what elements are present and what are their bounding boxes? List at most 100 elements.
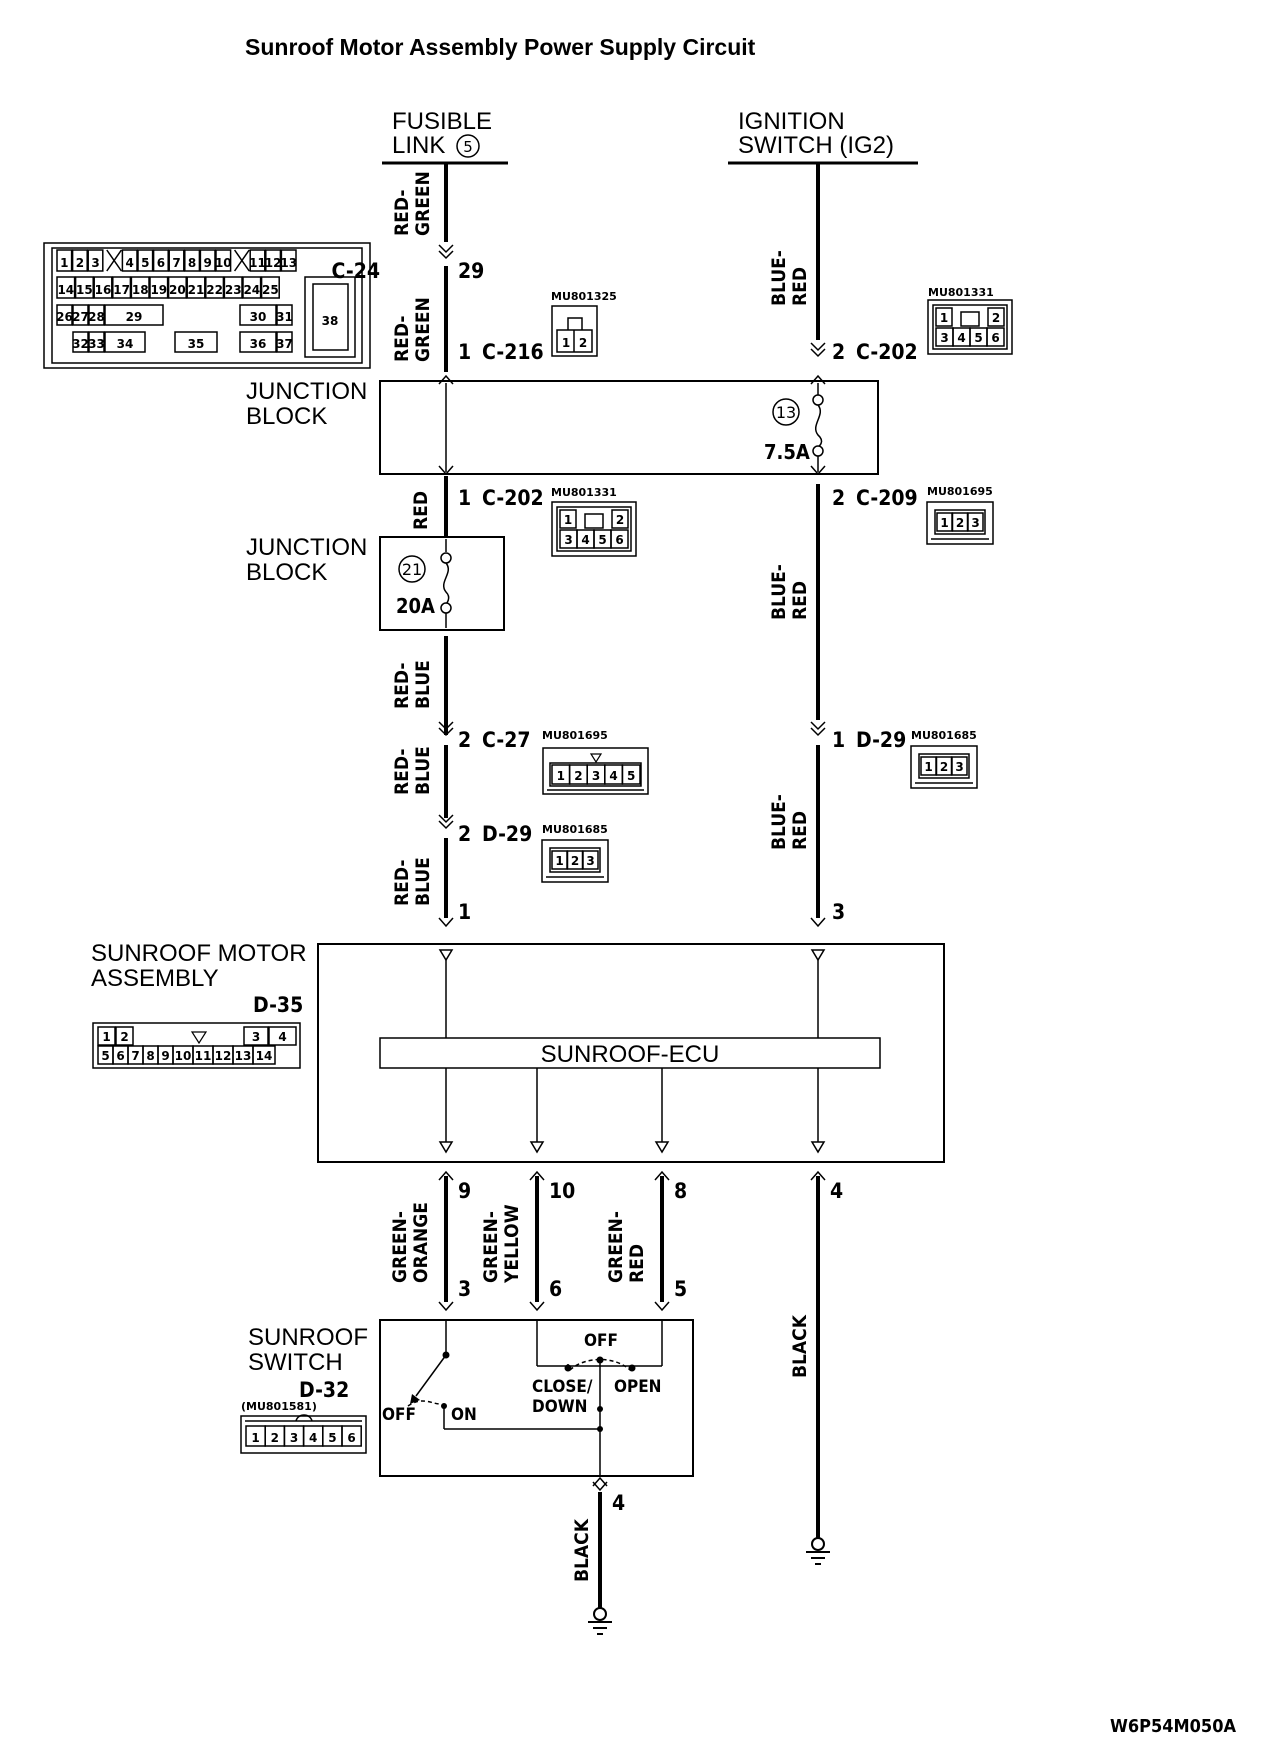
svg-text:9: 9 <box>204 256 212 270</box>
panel-cell-7: 7 <box>168 249 185 272</box>
c209-part-number: MU801695 <box>927 485 993 498</box>
wire-color-red: RED <box>410 491 432 530</box>
panel-cell-20: 20 <box>167 276 187 299</box>
c27-pin-1: 1 <box>551 764 571 785</box>
junction-block-2-label-1: JUNCTION <box>246 534 367 561</box>
sunroof-ecu-box <box>379 1037 881 1069</box>
c202-right-pin: 2 <box>832 340 845 364</box>
panel-cell-13: 13 <box>280 249 297 272</box>
panel-cell-29: 29 <box>104 304 164 326</box>
c216-pin: 1 <box>458 340 471 364</box>
panel-cell-32: 32 <box>72 331 89 353</box>
svg-text:13: 13 <box>280 256 297 270</box>
fuse-13-number-circle <box>772 398 800 426</box>
d32-pin-5: 5 <box>322 1425 343 1447</box>
svg-text:3: 3 <box>955 760 963 774</box>
wire-color-red-blue-2: RED- BLUE <box>391 746 434 795</box>
d35-pin-13: 13 <box>232 1045 254 1065</box>
c27-part-number: MU801695 <box>542 729 608 742</box>
svg-text:2: 2 <box>992 311 1000 325</box>
svg-text:1: 1 <box>557 769 565 783</box>
svg-text:BLUE: BLUE <box>412 746 434 795</box>
panel-cell-9: 9 <box>199 249 216 272</box>
d35-pin-7: 7 <box>127 1045 144 1065</box>
svg-text:BLUE-: BLUE- <box>768 250 790 306</box>
d29-right-part-number: MU801685 <box>911 729 977 742</box>
svg-text:19: 19 <box>150 283 167 297</box>
wire-color-red-blue-1: RED- BLUE <box>391 660 434 709</box>
d35-pin-2: 2 <box>115 1026 134 1046</box>
svg-text:4: 4 <box>957 331 965 345</box>
svg-text:1: 1 <box>564 513 572 527</box>
svg-text:32: 32 <box>72 337 89 351</box>
panel-cell-10: 10 <box>215 249 232 272</box>
sunroof-switch-label-2: SWITCH <box>248 1349 343 1376</box>
wire-color-blue-red-mid: BLUE- RED <box>768 564 811 620</box>
d35-pin-11: 11 <box>192 1045 214 1065</box>
svg-text:25: 25 <box>262 283 279 297</box>
fusible-link-number-circle <box>456 134 480 158</box>
panel-cell-8: 8 <box>184 249 201 272</box>
c27-pin-5: 5 <box>621 764 641 785</box>
svg-text:4: 4 <box>278 1030 286 1044</box>
connector-pin-2: 2 <box>951 512 969 532</box>
connector-38-label: 38 <box>322 314 339 328</box>
panel-cell-11: 11 <box>249 249 266 272</box>
svg-text:1: 1 <box>940 516 948 530</box>
panel-cell-12: 12 <box>265 249 281 272</box>
d29-left-part-number: MU801685 <box>542 823 608 836</box>
panel-cell-14: 14 <box>56 276 76 299</box>
connector-pin-3: 3 <box>559 529 578 549</box>
svg-text:6: 6 <box>991 331 999 345</box>
ecu-pin-4: 4 <box>830 1179 843 1203</box>
svg-text:3: 3 <box>91 256 99 270</box>
svg-text:11: 11 <box>195 1049 212 1063</box>
connector-pin-6: 6 <box>610 529 629 549</box>
panel-cell-16: 16 <box>93 276 113 299</box>
svg-text:3: 3 <box>592 769 600 783</box>
fuse-21 <box>440 539 452 628</box>
c209-connector: C-209 <box>856 486 918 510</box>
svg-text:28: 28 <box>88 310 105 324</box>
svg-text:3: 3 <box>586 854 594 868</box>
wire-color-green-orange: GREEN- ORANGE <box>389 1202 432 1283</box>
svg-text:17: 17 <box>113 283 130 297</box>
d29-left-pin: 2 <box>458 822 471 846</box>
connector-pin-4: 4 <box>952 327 971 347</box>
junction-block-1-label-2: BLOCK <box>246 403 327 430</box>
svg-text:BLACK: BLACK <box>571 1518 593 1582</box>
panel-blank-cell <box>106 249 123 272</box>
panel-cell-3: 3 <box>87 249 104 272</box>
svg-text:15: 15 <box>76 283 93 297</box>
svg-text:RED: RED <box>626 1244 648 1283</box>
wire-color-red-blue-3: RED- BLUE <box>391 857 434 906</box>
connector-pin-3: 3 <box>582 850 599 870</box>
connector-pin-1: 1 <box>551 850 568 870</box>
c216-connector-face: 1 2 <box>551 305 598 357</box>
fuse-13 <box>812 383 824 472</box>
panel-cell-24: 24 <box>242 276 262 299</box>
ecu-pin-10: 10 <box>549 1179 575 1203</box>
connector-pin-5: 5 <box>969 327 988 347</box>
svg-text:27: 27 <box>72 310 89 324</box>
connector-38-housing <box>304 276 356 358</box>
panel-cell-28: 28 <box>88 304 105 326</box>
figure-code: W6P54M050A <box>1110 1716 1236 1737</box>
junction-block-1-label-1: JUNCTION <box>246 378 367 405</box>
c202-left-pin: 1 <box>458 486 471 510</box>
svg-text:23: 23 <box>225 283 242 297</box>
sunroof-switch-internals <box>407 1320 663 1476</box>
junction-block-2 <box>379 536 505 631</box>
svg-text:1: 1 <box>251 1431 259 1445</box>
svg-text:GREEN: GREEN <box>412 171 434 236</box>
svg-text:20: 20 <box>169 283 186 297</box>
svg-text:2: 2 <box>120 1030 128 1044</box>
d35-pin-3: 3 <box>243 1026 269 1046</box>
